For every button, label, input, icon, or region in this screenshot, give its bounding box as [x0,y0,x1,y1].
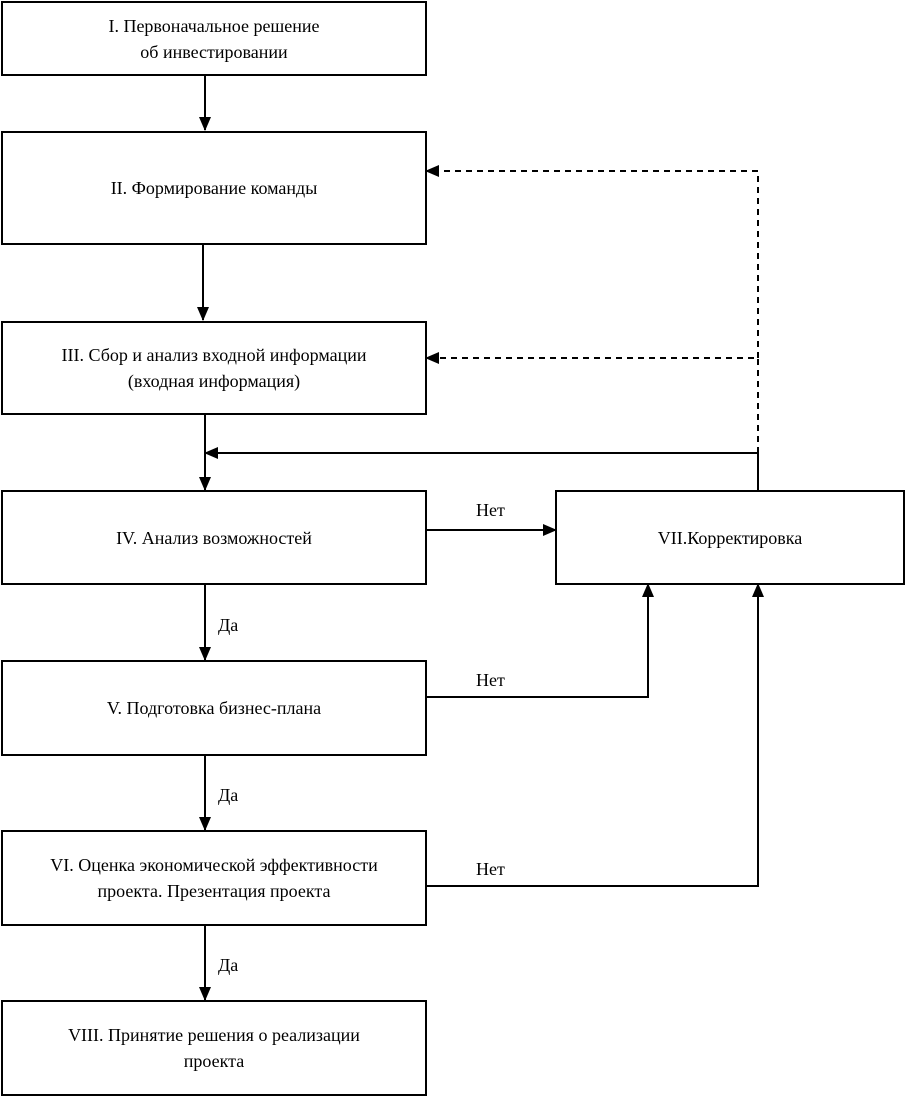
edge-label-no-6-7: Нет [476,859,505,879]
edge-label-no-4-7: Нет [476,500,505,520]
node-step2-label: II. Формирование команды [110,178,318,198]
node-step6-label: VI. Оценка экономической эффективности п… [50,855,378,901]
arrow-step5-step7 [426,583,654,698]
node-step5: V. Подготовка бизнес-плана [1,660,427,756]
node-step7-label: VII.Корректировка [657,527,803,548]
node-step3: III. Сбор и анализ входной информации (в… [1,321,427,415]
node-step3-label: III. Сбор и анализ входной информации (в… [61,345,367,391]
edge-label-no-5-7: Нет [476,670,505,690]
arrow-step7-step3-dashed [425,352,759,453]
edge-label-yes-4-5: Да [218,615,239,635]
arrow-step7-step4 [204,447,759,490]
arrow-step7-step2-dashed [425,165,759,358]
node-step2: II. Формирование команды [1,131,427,245]
node-step5-label: V. Подготовка бизнес-плана [106,698,322,718]
node-step4-label: IV. Анализ возможностей [116,527,312,548]
node-step6: VI. Оценка экономической эффективности п… [1,830,427,926]
edge-label-yes-5-6: Да [218,785,239,805]
node-step7: VII.Корректировка [555,490,905,585]
node-step4: IV. Анализ возможностей [1,490,427,585]
node-step8-label: VIII. Принятие решения о реализации прое… [68,1025,360,1071]
arrow-step6-step7 [426,583,764,887]
node-step1: I. Первоначальное решение об инвестирова… [1,1,427,76]
edge-label-yes-6-8: Да [218,955,239,975]
node-step1-label: I. Первоначальное решение об инвестирова… [108,15,320,62]
node-step8: VIII. Принятие решения о реализации прое… [1,1000,427,1096]
